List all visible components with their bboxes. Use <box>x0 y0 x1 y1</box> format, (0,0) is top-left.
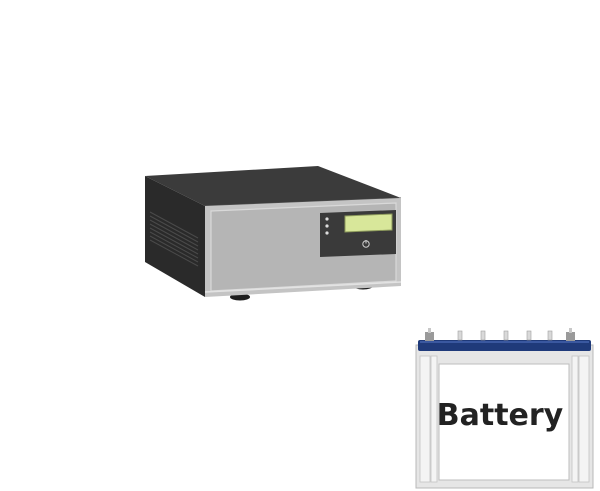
battery-label: Battery <box>437 398 564 433</box>
inverter-bevel-line <box>204 281 402 293</box>
battery-terminal-right <box>566 328 575 341</box>
inverter-top-face <box>145 166 401 206</box>
battery-terminal-left <box>425 328 434 341</box>
inverter-vent <box>149 211 199 267</box>
battery-unit: Battery <box>415 328 594 489</box>
battery-lid-highlight <box>420 341 589 343</box>
battery-vent-caps <box>457 330 553 341</box>
power-icon[interactable] <box>362 240 370 248</box>
battery-ribs-left <box>419 355 438 483</box>
inverter-unit <box>145 166 402 301</box>
inverter-side-face <box>145 176 205 297</box>
battery-ribs-right <box>571 355 590 483</box>
inverter-lcd-screen <box>344 213 393 233</box>
battery-label-panel <box>438 363 570 481</box>
led-indicator-icon <box>325 217 329 235</box>
